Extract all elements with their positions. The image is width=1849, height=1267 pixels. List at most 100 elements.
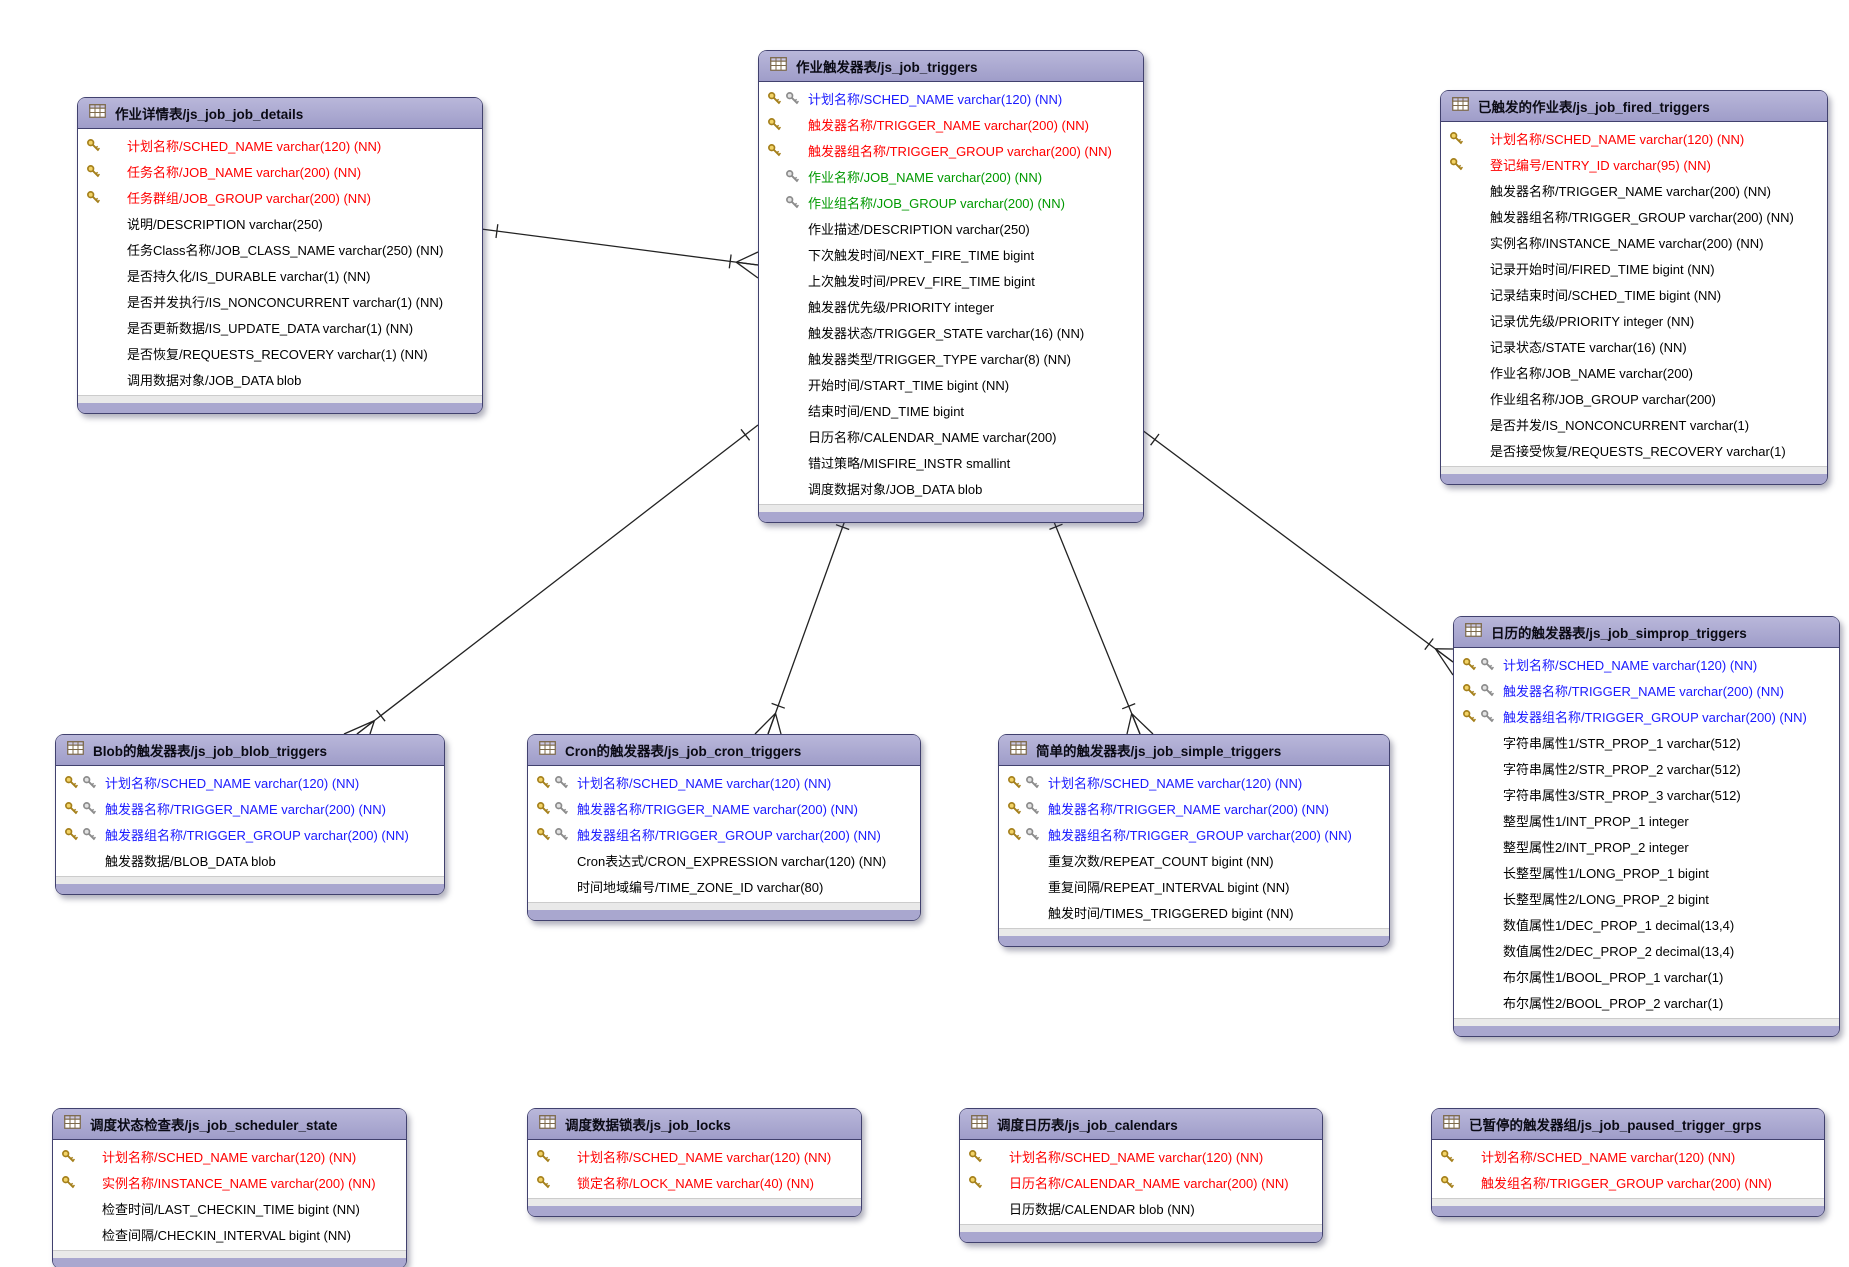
entity-header[interactable]: Cron的触发器表/js_job_cron_triggers [528,735,920,766]
field-row[interactable]: 触发器状态/TRIGGER_STATE varchar(16) (NN) [759,319,1143,345]
field-row[interactable]: 触发器名称/TRIGGER_NAME varchar(200) (NN) [1454,677,1839,703]
entity-js-job-fired-triggers[interactable]: 已触发的作业表/js_job_fired_triggers 计划名称/SCHED… [1440,90,1828,485]
field-row[interactable]: 计划名称/SCHED_NAME varchar(120) (NN) [528,769,920,795]
field-row[interactable]: 计划名称/SCHED_NAME varchar(120) (NN) [56,769,444,795]
field-row[interactable]: 触发器名称/TRIGGER_NAME varchar(200) (NN) [999,795,1389,821]
field-row[interactable]: 触发时间/TIMES_TRIGGERED bigint (NN) [999,899,1389,925]
field-row[interactable]: 数值属性1/DEC_PROP_1 decimal(13,4) [1454,911,1839,937]
field-row[interactable]: 任务名称/JOB_NAME varchar(200) (NN) [78,158,482,184]
field-row[interactable]: 整型属性1/INT_PROP_1 integer [1454,807,1839,833]
entity-js-job-cron-triggers[interactable]: Cron的触发器表/js_job_cron_triggers 计划名称/SCHE… [527,734,921,921]
field-row[interactable]: 字符串属性3/STR_PROP_3 varchar(512) [1454,781,1839,807]
field-row[interactable]: 是否恢复/REQUESTS_RECOVERY varchar(1) (NN) [78,340,482,366]
entity-js-job-simple-triggers[interactable]: 简单的触发器表/js_job_simple_triggers 计划名称/SCHE… [998,734,1390,947]
field-row[interactable]: 时间地域编号/TIME_ZONE_ID varchar(80) [528,873,920,899]
field-row[interactable]: 锁定名称/LOCK_NAME varchar(40) (NN) [528,1169,861,1195]
entity-header[interactable]: 作业详情表/js_job_job_details [78,98,482,129]
relationship-triggers-to-simple-triggers[interactable] [1049,511,1154,735]
field-row[interactable]: 触发器优先级/PRIORITY integer [759,293,1143,319]
field-row[interactable]: 触发器类型/TRIGGER_TYPE varchar(8) (NN) [759,345,1143,371]
field-row[interactable]: 计划名称/SCHED_NAME varchar(120) (NN) [960,1143,1322,1169]
entity-js-job-scheduler-state[interactable]: 调度状态检查表/js_job_scheduler_state 计划名称/SCHE… [52,1108,407,1267]
relationship-triggers-to-cron-triggers[interactable] [754,511,850,735]
relationship-triggers-to-simprop-triggers[interactable] [1141,429,1454,676]
field-row[interactable]: 重复次数/REPEAT_COUNT bigint (NN) [999,847,1389,873]
entity-header[interactable]: Blob的触发器表/js_job_blob_triggers [56,735,444,766]
field-row[interactable]: 整型属性2/INT_PROP_2 integer [1454,833,1839,859]
field-row[interactable]: 数值属性2/DEC_PROP_2 decimal(13,4) [1454,937,1839,963]
entity-header[interactable]: 调度数据锁表/js_job_locks [528,1109,861,1140]
entity-header[interactable]: 调度日历表/js_job_calendars [960,1109,1322,1140]
field-row[interactable]: 触发器名称/TRIGGER_NAME varchar(200) (NN) [56,795,444,821]
field-row[interactable]: 日历名称/CALENDAR_NAME varchar(200) (NN) [960,1169,1322,1195]
field-row[interactable]: 记录状态/STATE varchar(16) (NN) [1441,333,1827,359]
field-row[interactable]: 字符串属性2/STR_PROP_2 varchar(512) [1454,755,1839,781]
field-row[interactable]: 记录结束时间/SCHED_TIME bigint (NN) [1441,281,1827,307]
entity-header[interactable]: 简单的触发器表/js_job_simple_triggers [999,735,1389,766]
field-row[interactable]: 是否接受恢复/REQUESTS_RECOVERY varchar(1) [1441,437,1827,463]
field-row[interactable]: 作业名称/JOB_NAME varchar(200) [1441,359,1827,385]
field-row[interactable]: 任务群组/JOB_GROUP varchar(200) (NN) [78,184,482,210]
field-row[interactable]: 触发器组名称/TRIGGER_GROUP varchar(200) (NN) [759,137,1143,163]
field-row[interactable]: 记录优先级/PRIORITY integer (NN) [1441,307,1827,333]
entity-header[interactable]: 已暂停的触发器组/js_job_paused_trigger_grps [1432,1109,1824,1140]
field-row[interactable]: 上次触发时间/PREV_FIRE_TIME bigint [759,267,1143,293]
field-row[interactable]: 日历名称/CALENDAR_NAME varchar(200) [759,423,1143,449]
entity-js-job-simprop-triggers[interactable]: 日历的触发器表/js_job_simprop_triggers 计划名称/SCH… [1453,616,1840,1037]
field-row[interactable]: 触发器组名称/TRIGGER_GROUP varchar(200) (NN) [56,821,444,847]
field-row[interactable]: 是否更新数据/IS_UPDATE_DATA varchar(1) (NN) [78,314,482,340]
field-row[interactable]: 说明/DESCRIPTION varchar(250) [78,210,482,236]
field-row[interactable]: 是否并发/IS_NONCONCURRENT varchar(1) [1441,411,1827,437]
field-row[interactable]: 任务Class名称/JOB_CLASS_NAME varchar(250) (N… [78,236,482,262]
field-row[interactable]: 触发器组名称/TRIGGER_GROUP varchar(200) (NN) [1454,703,1839,729]
field-row[interactable]: 计划名称/SCHED_NAME varchar(120) (NN) [999,769,1389,795]
field-row[interactable]: 触发器组名称/TRIGGER_GROUP varchar(200) (NN) [1441,203,1827,229]
field-row[interactable]: 检查间隔/CHECKIN_INTERVAL bigint (NN) [53,1221,406,1247]
field-row[interactable]: 日历数据/CALENDAR blob (NN) [960,1195,1322,1221]
field-row[interactable]: 记录开始时间/FIRED_TIME bigint (NN) [1441,255,1827,281]
field-row[interactable]: 布尔属性1/BOOL_PROP_1 varchar(1) [1454,963,1839,989]
field-row[interactable]: 重复间隔/REPEAT_INTERVAL bigint (NN) [999,873,1389,899]
field-row[interactable]: 是否持久化/IS_DURABLE varchar(1) (NN) [78,262,482,288]
entity-header[interactable]: 作业触发器表/js_job_triggers [759,51,1143,82]
field-row[interactable]: 作业名称/JOB_NAME varchar(200) (NN) [759,163,1143,189]
entity-js-job-triggers[interactable]: 作业触发器表/js_job_triggers 计划名称/SCHED_NAME v… [758,50,1144,523]
field-row[interactable]: 计划名称/SCHED_NAME varchar(120) (NN) [528,1143,861,1169]
entity-header[interactable]: 已触发的作业表/js_job_fired_triggers [1441,91,1827,122]
field-row[interactable]: 触发组名称/TRIGGER_GROUP varchar(200) (NN) [1432,1169,1824,1195]
field-row[interactable]: 作业描述/DESCRIPTION varchar(250) [759,215,1143,241]
relationship-job-details-to-triggers[interactable] [480,224,759,279]
field-row[interactable]: 计划名称/SCHED_NAME varchar(120) (NN) [1432,1143,1824,1169]
field-row[interactable]: 布尔属性2/BOOL_PROP_2 varchar(1) [1454,989,1839,1015]
field-row[interactable]: 实例名称/INSTANCE_NAME varchar(200) (NN) [53,1169,406,1195]
field-row[interactable]: 触发器组名称/TRIGGER_GROUP varchar(200) (NN) [528,821,920,847]
field-row[interactable]: 长整型属性2/LONG_PROP_2 bigint [1454,885,1839,911]
field-row[interactable]: 触发器名称/TRIGGER_NAME varchar(200) (NN) [759,111,1143,137]
entity-js-job-calendars[interactable]: 调度日历表/js_job_calendars 计划名称/SCHED_NAME v… [959,1108,1323,1243]
field-row[interactable]: 开始时间/START_TIME bigint (NN) [759,371,1143,397]
field-row[interactable]: 作业组名称/JOB_GROUP varchar(200) [1441,385,1827,411]
field-row[interactable]: 检查时间/LAST_CHECKIN_TIME bigint (NN) [53,1195,406,1221]
entity-js-job-paused-trigger-grps[interactable]: 已暂停的触发器组/js_job_paused_trigger_grps 计划名称… [1431,1108,1825,1217]
field-row[interactable]: 实例名称/INSTANCE_NAME varchar(200) (NN) [1441,229,1827,255]
field-row[interactable]: 计划名称/SCHED_NAME varchar(120) (NN) [1441,125,1827,151]
field-row[interactable]: 作业组名称/JOB_GROUP varchar(200) (NN) [759,189,1143,215]
entity-js-job-job-details[interactable]: 作业详情表/js_job_job_details 计划名称/SCHED_NAME… [77,97,483,414]
entity-js-job-blob-triggers[interactable]: Blob的触发器表/js_job_blob_triggers 计划名称/SCHE… [55,734,445,895]
field-row[interactable]: 计划名称/SCHED_NAME varchar(120) (NN) [53,1143,406,1169]
field-row[interactable]: 计划名称/SCHED_NAME varchar(120) (NN) [78,132,482,158]
relationship-triggers-to-blob-triggers[interactable] [343,424,759,735]
entity-header[interactable]: 调度状态检查表/js_job_scheduler_state [53,1109,406,1140]
field-row[interactable]: Cron表达式/CRON_EXPRESSION varchar(120) (NN… [528,847,920,873]
field-row[interactable]: 触发器数据/BLOB_DATA blob [56,847,444,873]
field-row[interactable]: 错过策略/MISFIRE_INSTR smallint [759,449,1143,475]
field-row[interactable]: 调用数据对象/JOB_DATA blob [78,366,482,392]
field-row[interactable]: 计划名称/SCHED_NAME varchar(120) (NN) [1454,651,1839,677]
field-row[interactable]: 结束时间/END_TIME bigint [759,397,1143,423]
field-row[interactable]: 下次触发时间/NEXT_FIRE_TIME bigint [759,241,1143,267]
entity-js-job-locks[interactable]: 调度数据锁表/js_job_locks 计划名称/SCHED_NAME varc… [527,1108,862,1217]
field-row[interactable]: 触发器名称/TRIGGER_NAME varchar(200) (NN) [528,795,920,821]
field-row[interactable]: 字符串属性1/STR_PROP_1 varchar(512) [1454,729,1839,755]
field-row[interactable]: 计划名称/SCHED_NAME varchar(120) (NN) [759,85,1143,111]
field-row[interactable]: 登记编号/ENTRY_ID varchar(95) (NN) [1441,151,1827,177]
